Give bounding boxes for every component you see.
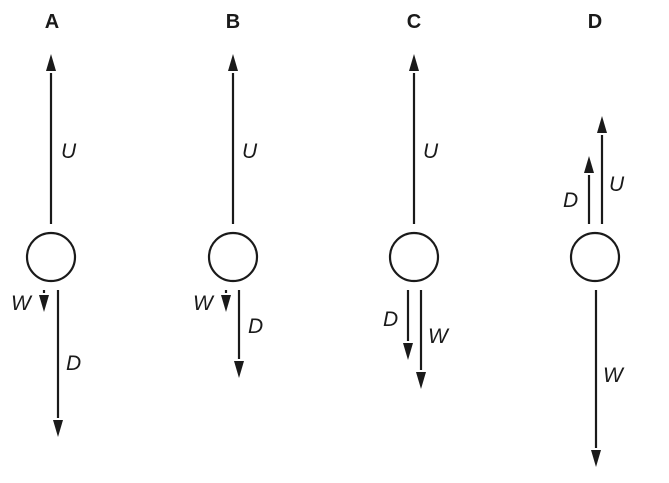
diagram-title: D: [588, 11, 602, 33]
force-arrow-d: D: [234, 290, 263, 378]
force-arrow-w: W: [193, 290, 231, 315]
object-circle: [388, 231, 440, 283]
force-label: W: [193, 292, 215, 315]
force-arrow-u: U: [597, 116, 625, 224]
force-arrow-d: D: [563, 156, 594, 224]
arrowhead-down-icon: [39, 295, 49, 312]
force-label: U: [609, 173, 625, 196]
diagram-c: C U D W: [383, 11, 450, 389]
diagram-title: B: [226, 11, 240, 33]
force-arrow-u: U: [228, 54, 258, 224]
force-label: D: [66, 352, 81, 375]
force-label: D: [248, 315, 263, 338]
diagram-a: A U W D: [11, 11, 81, 437]
arrowhead-down-icon: [234, 361, 244, 378]
force-arrow-u: U: [409, 54, 439, 224]
force-label: D: [563, 189, 578, 212]
object-circle: [569, 231, 621, 283]
force-arrow-d: D: [53, 290, 81, 437]
diagram-title: A: [45, 11, 59, 33]
arrowhead-up-icon: [228, 54, 238, 71]
force-label: W: [428, 325, 450, 348]
force-label: W: [603, 364, 625, 387]
arrowhead-down-icon: [416, 372, 426, 389]
diagram-title: C: [407, 11, 421, 33]
object-circle: [207, 231, 259, 283]
arrowhead-up-icon: [46, 54, 56, 71]
force-label: U: [423, 140, 439, 163]
force-arrow-d: D: [383, 290, 413, 360]
object-circle: [25, 231, 77, 283]
arrowhead-up-icon: [409, 54, 419, 71]
force-label: U: [242, 140, 258, 163]
force-arrow-u: U: [46, 54, 77, 224]
force-label: D: [383, 308, 398, 331]
force-label: U: [61, 140, 77, 163]
force-label: W: [11, 292, 33, 315]
arrowhead-down-icon: [221, 295, 231, 312]
arrowhead-down-icon: [591, 450, 601, 467]
force-arrow-w: W: [591, 290, 625, 467]
diagram-d: D D U W: [563, 11, 625, 467]
force-arrow-w: W: [11, 290, 49, 315]
arrowhead-up-icon: [597, 116, 607, 133]
force-arrow-w: W: [416, 290, 450, 389]
arrowhead-down-icon: [403, 343, 413, 360]
arrowhead-down-icon: [53, 420, 63, 437]
arrowhead-up-icon: [584, 156, 594, 173]
diagram-b: B U W D: [193, 11, 263, 378]
